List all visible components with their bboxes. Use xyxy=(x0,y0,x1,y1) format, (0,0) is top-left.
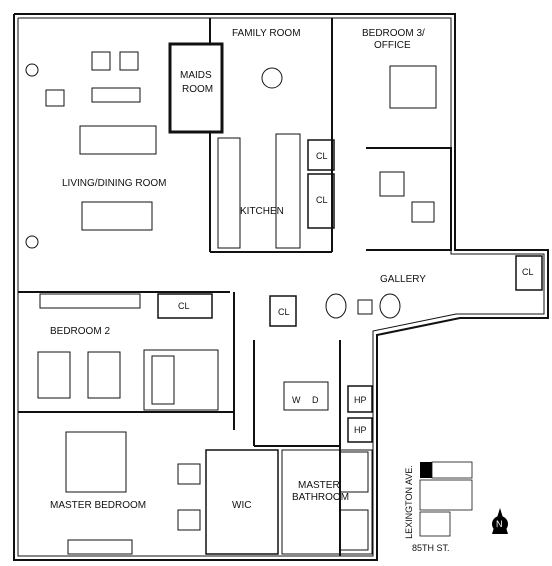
room-kitchen: KITCHEN xyxy=(240,206,284,217)
closet-label: CL xyxy=(522,267,534,277)
north-compass-icon xyxy=(492,508,508,534)
maids-room-wall xyxy=(168,42,224,134)
closet-label: CL xyxy=(278,307,290,317)
dryer-label: D xyxy=(312,395,319,405)
closet-label: CL xyxy=(316,195,328,205)
closet-label: CL xyxy=(178,301,190,311)
locator-avenue-label: LEXINGTON AVE. xyxy=(403,465,414,539)
room-family-room: FAMILY ROOM xyxy=(232,28,301,39)
compass-north-label: N xyxy=(496,519,503,529)
locator-map xyxy=(419,461,473,537)
room-bedroom3-line2: OFFICE xyxy=(374,40,411,51)
room-maids-line1: MAIDS xyxy=(180,70,212,81)
room-maids-line2: ROOM xyxy=(182,84,214,95)
heat-pump-label: HP xyxy=(354,395,367,405)
washer-label: W xyxy=(292,395,301,405)
room-bedroom2: BEDROOM 2 xyxy=(50,326,111,337)
room-wic: WIC xyxy=(232,500,252,511)
room-master-bath-line1: MASTER xyxy=(298,480,340,491)
room-master-bedroom: MASTER BEDROOM xyxy=(50,500,147,511)
room-gallery: GALLERY xyxy=(380,274,426,285)
room-living-dining: LIVING/DINING ROOM xyxy=(62,178,167,189)
exterior-wall-inner xyxy=(17,17,545,557)
room-master-bath-line2: BATHROOM xyxy=(292,492,350,503)
room-bedroom3-line1: BEDROOM 3/ xyxy=(362,28,425,39)
heat-pump-label: HP xyxy=(354,425,367,435)
exterior-wall xyxy=(13,13,549,561)
closet-label: CL xyxy=(316,151,328,161)
locator-street-label: 85TH ST. xyxy=(412,543,450,553)
